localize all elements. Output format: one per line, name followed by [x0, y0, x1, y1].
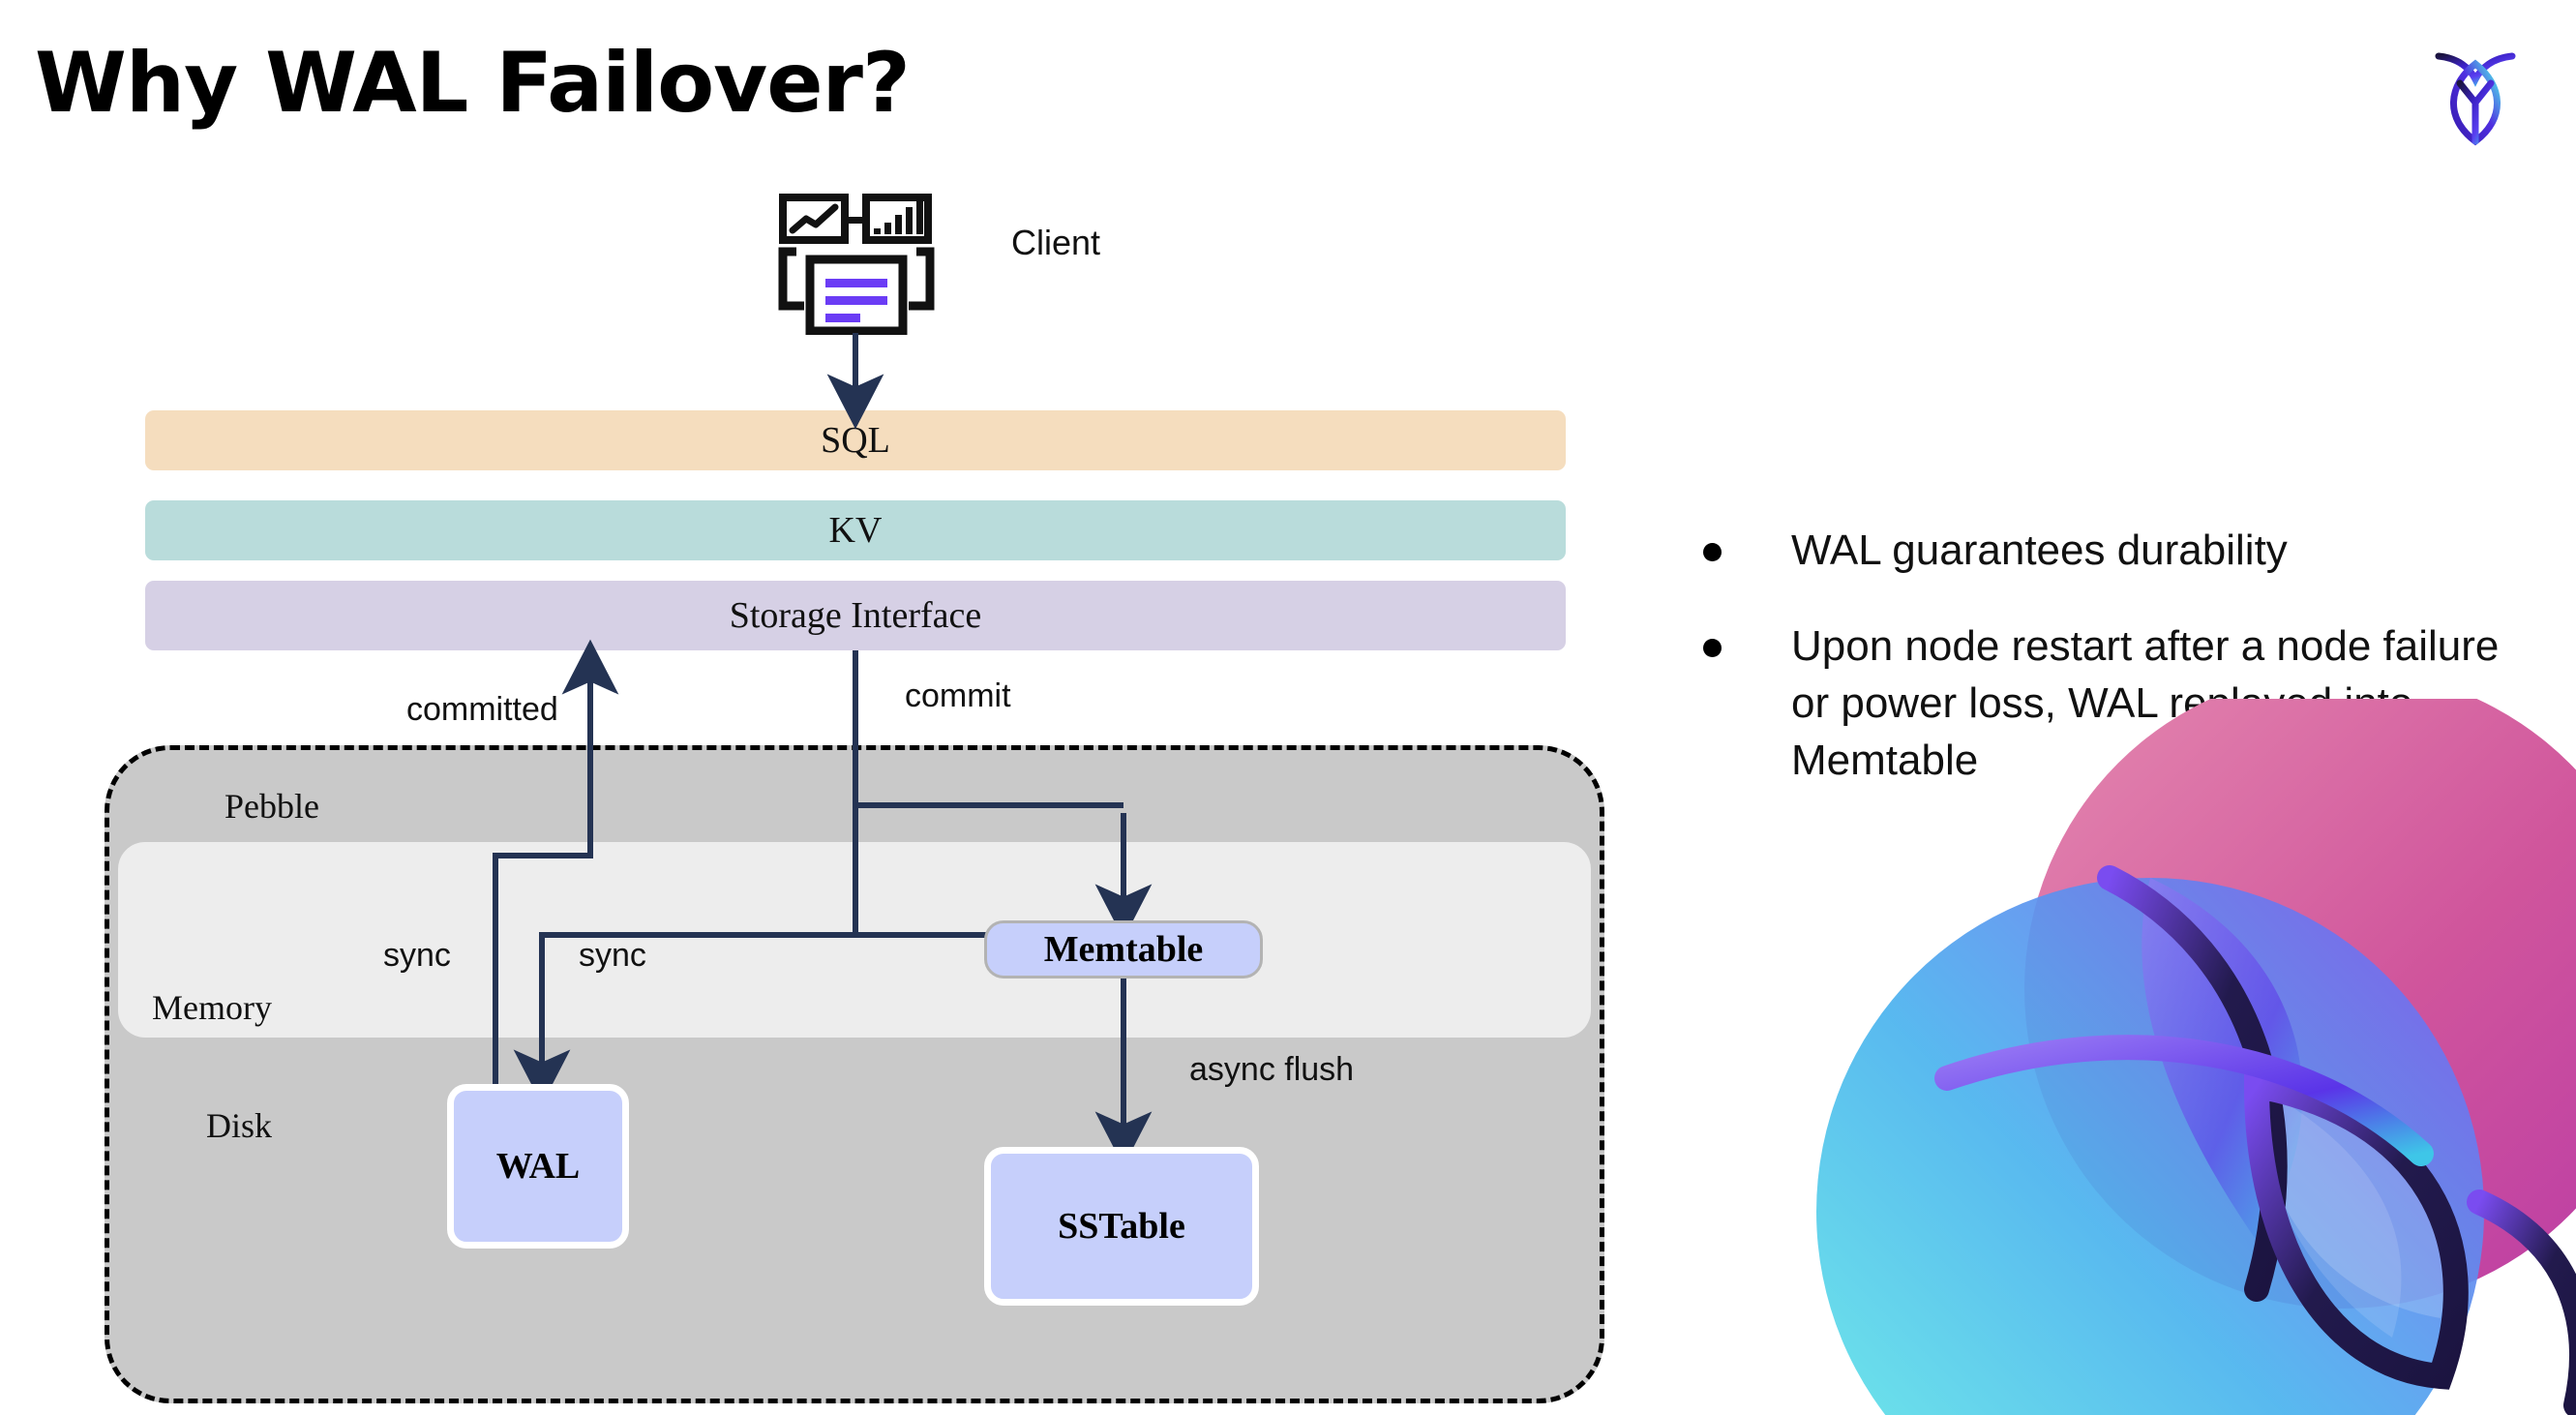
layer-bar-sql: SQL [145, 410, 1566, 470]
flow-label-commit: commit [905, 677, 1011, 714]
layer-bar-storage-interface: Storage Interface [145, 581, 1566, 650]
bullet-dot-icon [1703, 543, 1722, 561]
flow-label-sync-2: sync [579, 937, 646, 974]
layer-label-storage-interface: Storage Interface [729, 595, 982, 636]
node-label-wal: WAL [495, 1146, 581, 1187]
bullet-list: WAL guarantees durability Upon node rest… [1703, 523, 2516, 828]
layer-label-sql: SQL [821, 420, 890, 461]
disk-zone-label: Disk [206, 1106, 273, 1145]
list-item: Upon node restart after a node failure o… [1703, 618, 2516, 790]
node-box-wal: WAL [447, 1084, 629, 1249]
memory-zone-label: Memory [152, 988, 272, 1027]
flow-label-async-flush: async flush [1189, 1051, 1355, 1088]
layer-label-kv: KV [828, 510, 883, 551]
list-item: WAL guarantees durability [1703, 523, 2516, 580]
node-box-sstable: SSTable [984, 1147, 1259, 1306]
client-label: Client [1011, 223, 1101, 262]
page-title: Why WAL Failover? [35, 35, 911, 132]
bullet-text: Upon node restart after a node failure o… [1791, 621, 2500, 784]
flow-label-sync-1: sync [383, 937, 451, 974]
bullet-text: WAL guarantees durability [1791, 527, 2288, 574]
layer-bar-kv: KV [145, 500, 1566, 560]
bullet-dot-icon [1703, 638, 1722, 657]
pebble-label: Pebble [225, 787, 319, 826]
node-label-sstable: SSTable [1058, 1206, 1185, 1247]
flow-label-committed: committed [406, 691, 558, 728]
node-box-memtable: Memtable [984, 920, 1263, 978]
client-dashboard-icon [769, 192, 944, 336]
node-label-memtable: Memtable [1043, 929, 1204, 970]
memory-zone-panel [118, 842, 1591, 1038]
cockroach-leaf-logo-icon [2417, 35, 2533, 151]
